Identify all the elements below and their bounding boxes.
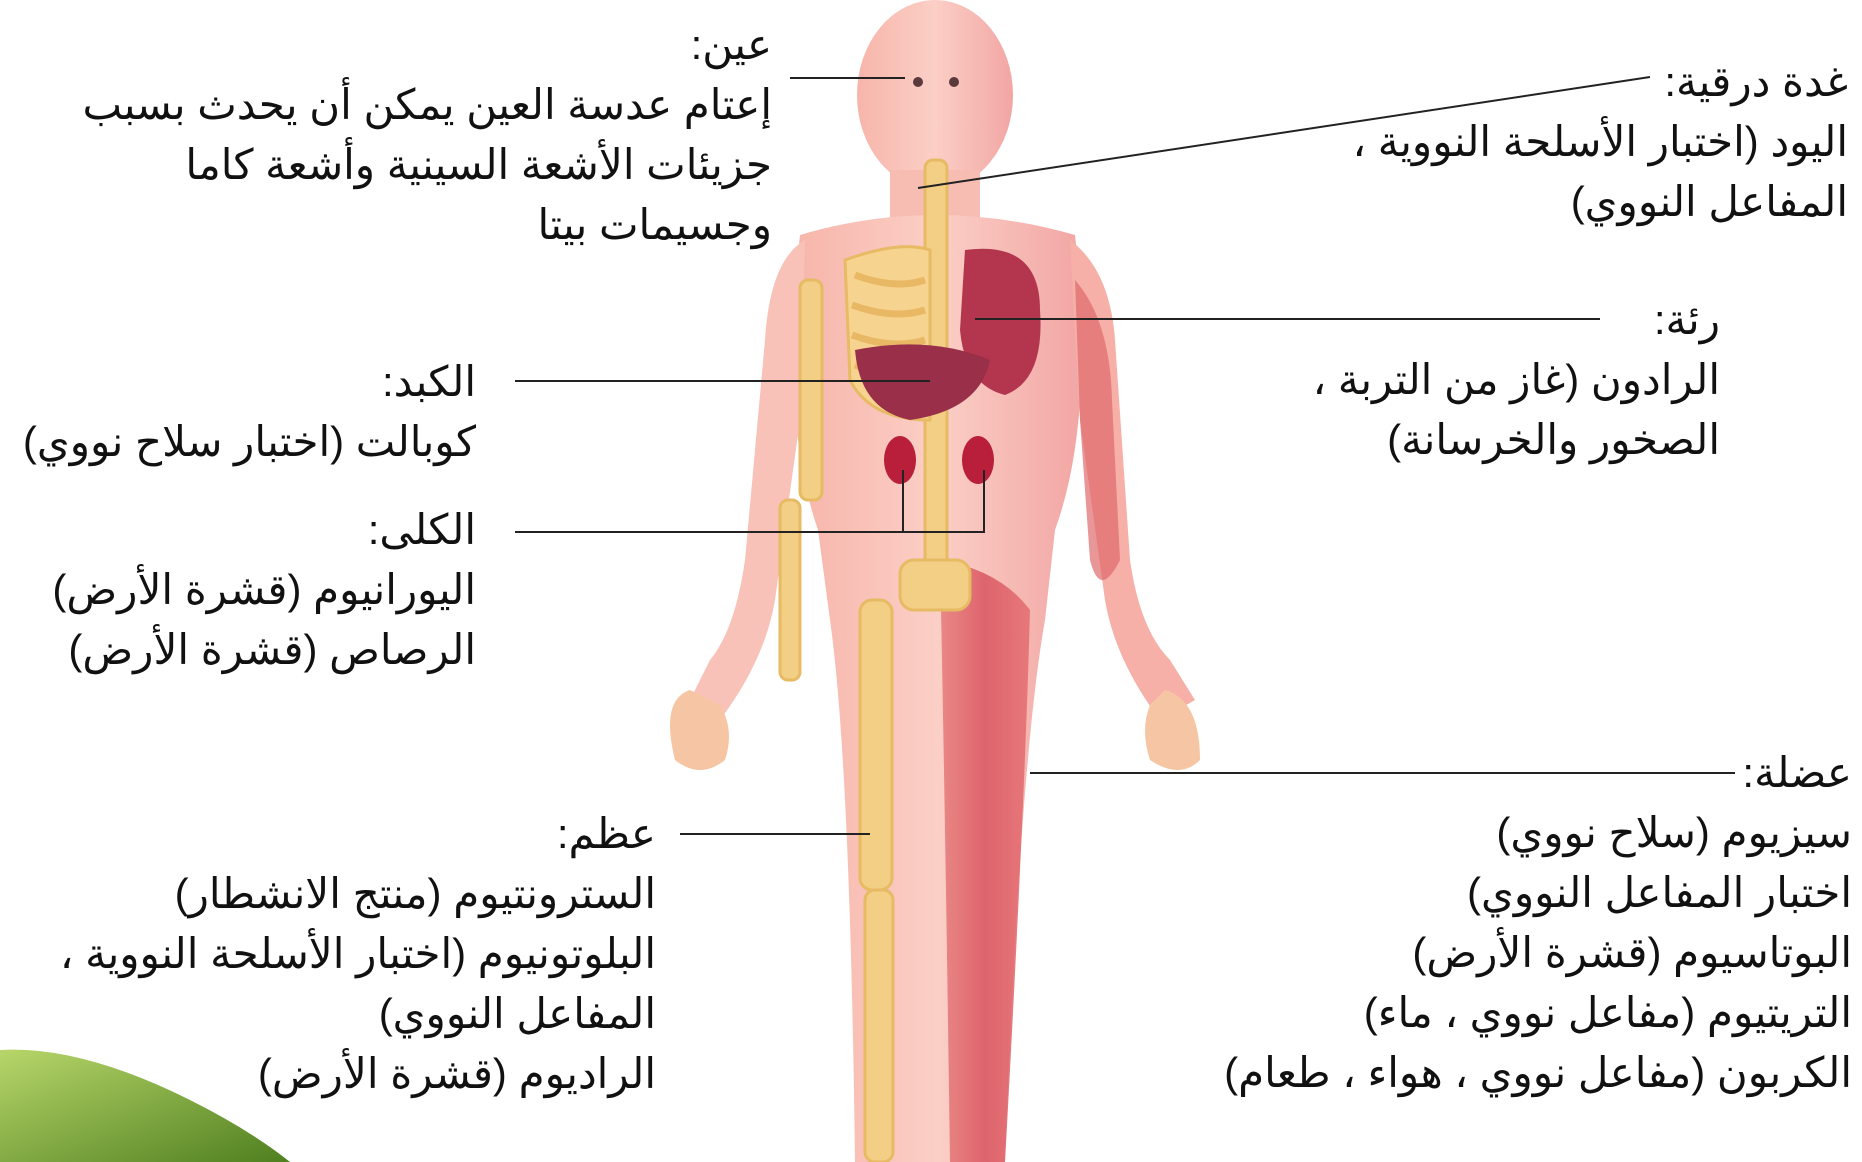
kidney-left	[884, 436, 916, 484]
label-kidney-line-2: الرصاص (قشرة الأرض)	[52, 620, 476, 680]
label-muscle-line-4: التريتيوم (مفاعل نووي ، ماء)	[1224, 983, 1852, 1043]
label-eye: عين: إعتام عدسة العين يمكن أن يحدث بسبب …	[82, 15, 772, 255]
label-liver: الكبد: كوبالت (اختبار سلاح نووي)	[23, 352, 476, 472]
label-thyroid-line-2: المفاعل النووي)	[1353, 172, 1849, 232]
label-lung-title: رئة:	[1313, 290, 1720, 350]
label-bone-title: عظم:	[60, 804, 656, 864]
label-kidney-line-1: اليورانيوم (قشرة الأرض)	[52, 560, 476, 620]
label-muscle-title: عضلة:	[1224, 743, 1852, 803]
label-muscle-line-1: سيزيوم (سلاح نووي)	[1224, 803, 1852, 863]
label-lung-line-1: الرادون (غاز من التربة ،	[1313, 350, 1720, 410]
eye-right	[949, 77, 959, 87]
label-lung-line-2: الصخور والخرسانة)	[1313, 410, 1720, 470]
label-muscle-line-3: البوتاسيوم (قشرة الأرض)	[1224, 923, 1852, 983]
label-eye-title: عين:	[82, 15, 772, 75]
label-eye-line-3: وجسيمات بيتا	[82, 195, 772, 255]
kidney-right	[962, 436, 994, 484]
label-muscle-line-5: الكربون (مفاعل نووي ، هواء ، طعام)	[1224, 1043, 1852, 1103]
label-liver-line-1: كوبالت (اختبار سلاح نووي)	[23, 412, 476, 472]
label-muscle-line-2: اختبار المفاعل النووي)	[1224, 863, 1852, 923]
label-liver-title: الكبد:	[23, 352, 476, 412]
label-bone-line-4: الراديوم (قشرة الأرض)	[60, 1044, 656, 1104]
label-bone: عظم: السترونتيوم (منتج الانشطار) البلوتو…	[60, 804, 656, 1104]
label-kidney-title: الكلى:	[52, 500, 476, 560]
label-thyroid: غدة درقية: اليود (اختبار الأسلحة النووية…	[1353, 52, 1849, 232]
label-muscle: عضلة: سيزيوم (سلاح نووي) اختبار المفاعل …	[1224, 743, 1852, 1103]
label-bone-line-3: المفاعل النووي)	[60, 984, 656, 1044]
label-eye-line-1: إعتام عدسة العين يمكن أن يحدث بسبب	[82, 75, 772, 135]
label-thyroid-line-1: اليود (اختبار الأسلحة النووية ،	[1353, 112, 1849, 172]
label-bone-line-1: السترونتيوم (منتج الانشطار)	[60, 864, 656, 924]
label-lung: رئة: الرادون (غاز من التربة ، الصخور وال…	[1313, 290, 1720, 470]
label-bone-line-2: البلوتونيوم (اختبار الأسلحة النووية ،	[60, 924, 656, 984]
label-thyroid-title: غدة درقية:	[1353, 52, 1849, 112]
label-kidney: الكلى: اليورانيوم (قشرة الأرض) الرصاص (ق…	[52, 500, 476, 680]
eye-left	[913, 77, 923, 87]
label-eye-line-2: جزيئات الأشعة السينية وأشعة كاما	[82, 135, 772, 195]
